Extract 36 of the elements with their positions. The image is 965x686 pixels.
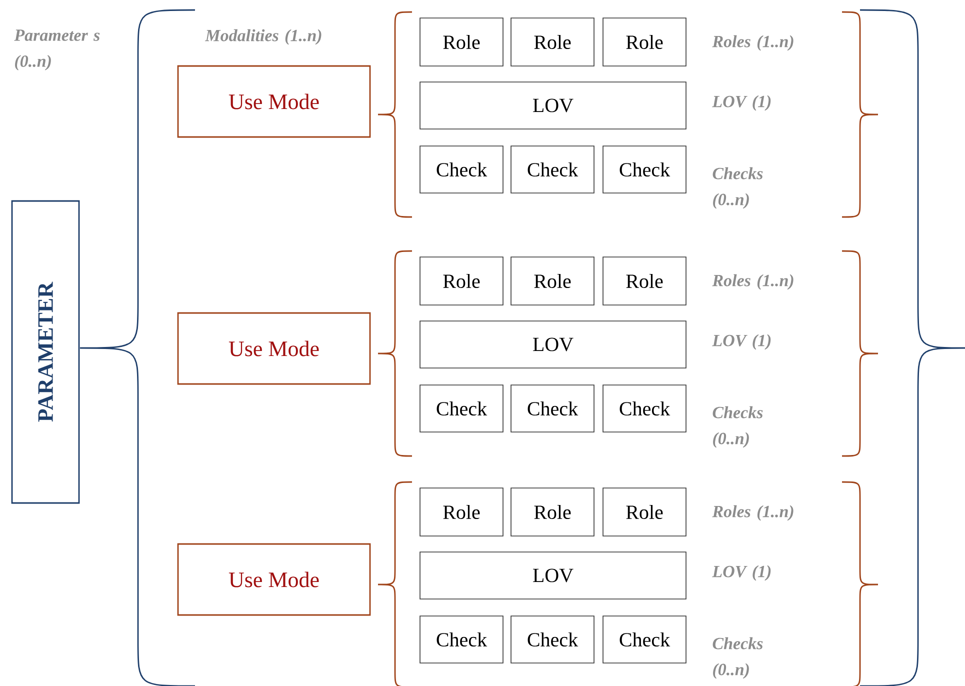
item-box: Check — [602, 616, 686, 664]
label: Modalities (1..n) — [204, 29, 322, 45]
use-mode-box: Use Mode — [177, 312, 371, 385]
item-box: Role — [420, 18, 504, 66]
item-box: LOV — [420, 552, 686, 600]
label: Roles (1..n) — [712, 35, 794, 51]
label: LOV (1) — [712, 334, 771, 350]
item-box: Check — [510, 146, 594, 194]
use-mode-box: Use Mode — [177, 65, 371, 138]
item-box: Role — [510, 488, 594, 536]
item-box: Check — [420, 616, 504, 664]
label: Checks (0..n) — [712, 167, 763, 209]
item-box: Role — [602, 256, 686, 306]
item-box: Check — [420, 146, 504, 194]
item-box: Role — [510, 256, 594, 306]
label: Parameter s (0..n) — [14, 30, 100, 70]
label: Roles (1..n) — [712, 274, 794, 290]
item-box: LOV — [420, 82, 686, 130]
label: Checks (0..n) — [712, 406, 763, 448]
item-box: Role — [420, 488, 504, 536]
item-box: Check — [602, 384, 686, 432]
label: LOV (1) — [712, 565, 771, 581]
label: Roles (1..n) — [712, 505, 794, 521]
use-mode-box: Use Mode — [177, 543, 371, 616]
label: LOV (1) — [712, 95, 771, 111]
item-box: LOV — [420, 320, 686, 368]
item-box: Check — [510, 616, 594, 664]
item-box: Role — [510, 18, 594, 66]
item-box: Check — [510, 384, 594, 432]
parameter-box: PARAMETER — [11, 200, 80, 504]
label: Checks (0..n) — [712, 637, 763, 679]
item-box: Check — [602, 146, 686, 194]
item-box: Role — [420, 256, 504, 306]
item-box: Role — [602, 18, 686, 66]
item-box: Check — [420, 384, 504, 432]
item-box: Role — [602, 488, 686, 536]
